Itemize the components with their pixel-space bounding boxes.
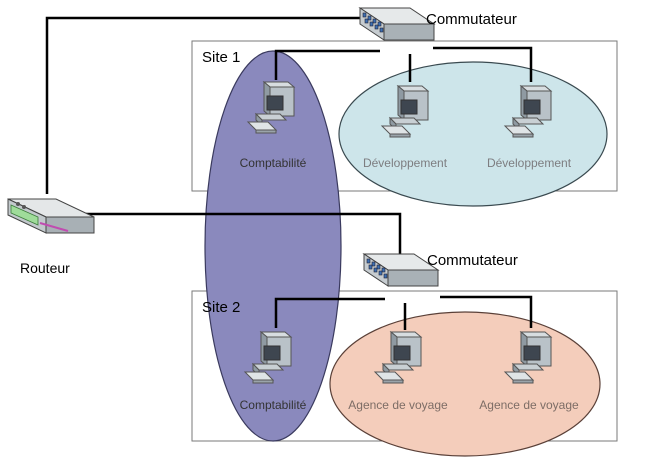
router-label: Routeur [20,260,70,276]
site-1-label: Site 1 [202,49,240,66]
pc-developpement-1-label: Développement [363,156,448,170]
developpement-group [338,61,608,207]
site-2-label: Site 2 [202,299,240,316]
site-2-switch-label: Commutateur [427,252,518,269]
pc-comptabilite-site-2-label: Comptabilité [240,398,307,412]
site-1-switch-label: Commutateur [426,11,517,28]
agence-group [329,311,601,457]
pc-developpement-2-label: Développement [487,156,572,170]
comptabilite-group [204,50,342,442]
router-icon[interactable] [7,198,95,234]
cables [45,16,533,330]
pc-comptabilite-site-1-label: Comptabilité [240,156,307,170]
pc-agence-1-label: Agence de voyage [348,398,448,412]
site-1-switch-icon[interactable] [359,7,435,41]
pc-agence-2-label: Agence de voyage [479,398,579,412]
